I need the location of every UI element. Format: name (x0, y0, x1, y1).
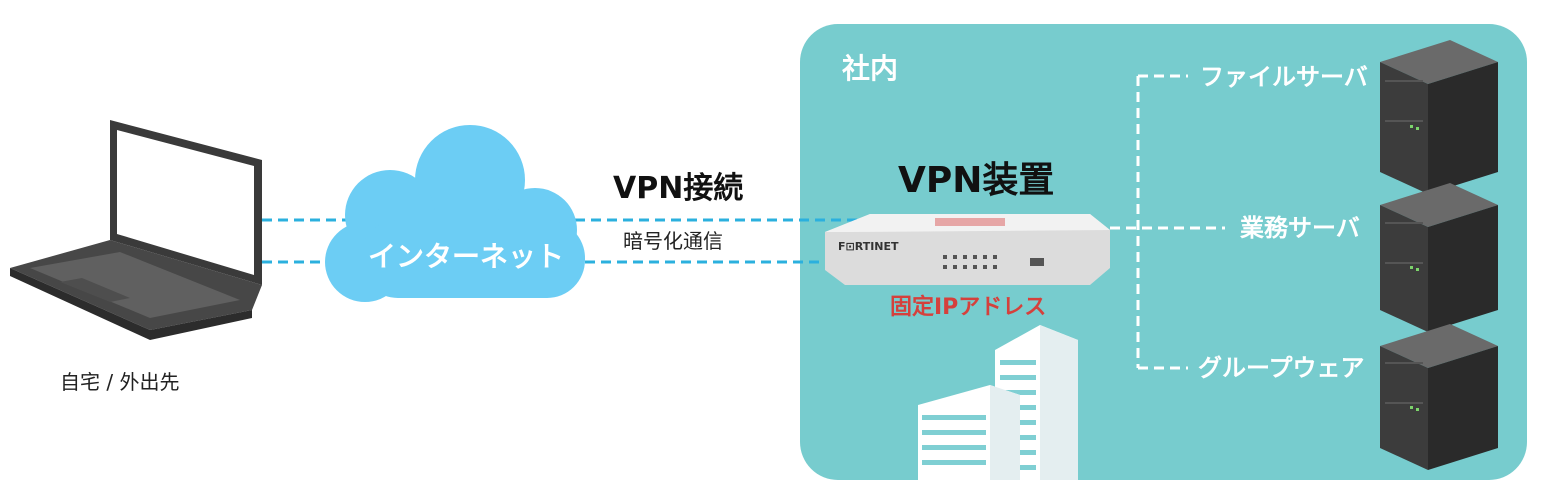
office-building-icon (918, 325, 1078, 480)
server-icon-groupware (1380, 324, 1498, 470)
server-icon-business (1380, 183, 1498, 332)
laptop-icon (10, 120, 262, 340)
office-label: 社内 (842, 52, 898, 85)
vpn-connection-title: VPN接続 (613, 171, 743, 206)
office-area (800, 24, 1527, 480)
device-brand: F⊡RTINET (838, 240, 899, 253)
server-label-file: ファイルサーバ (1200, 63, 1368, 91)
vpn-device-title: VPN装置 (898, 160, 1054, 201)
fixed-ip-label: 固定IPアドレス (890, 294, 1046, 320)
home-label: 自宅 / 外出先 (60, 370, 179, 394)
vpn-appliance-icon: F⊡RTINET (825, 214, 1110, 285)
server-icon-file (1380, 40, 1498, 194)
server-label-groupware: グループウェア (1198, 354, 1365, 382)
encrypted-communication-label: 暗号化通信 (623, 229, 723, 253)
server-branch-lines (1110, 74, 1225, 370)
cloud-icon (325, 125, 585, 302)
internet-label: インターネット (368, 240, 564, 273)
server-label-business: 業務サーバ (1240, 214, 1360, 242)
